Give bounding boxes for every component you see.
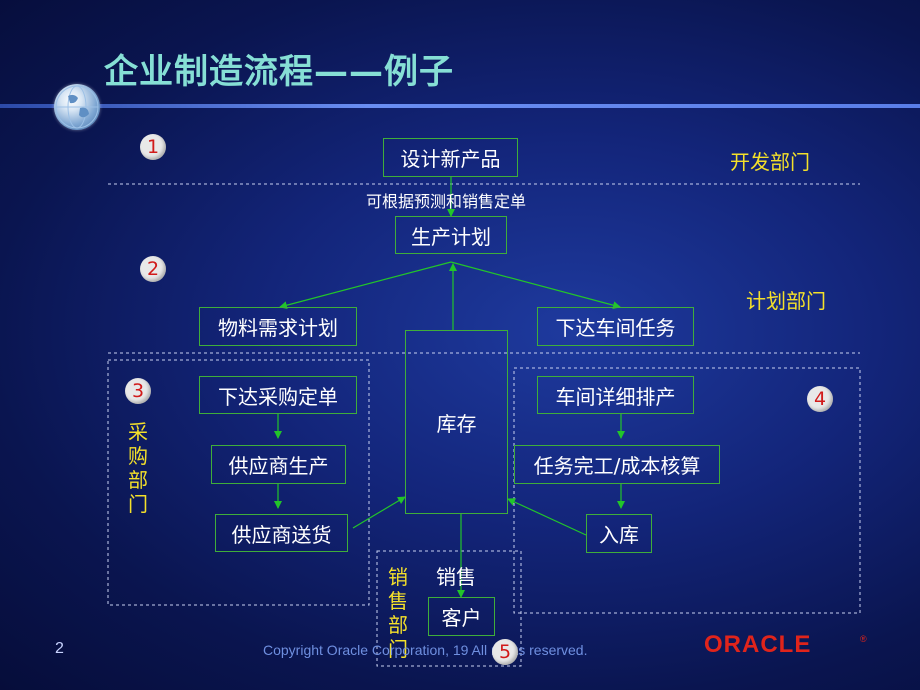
globe-icon	[54, 84, 100, 130]
node-material-requirements-plan: 物料需求计划	[199, 307, 357, 346]
node-production-plan: 生产计划	[395, 216, 507, 254]
node-workshop-detailed-schedule: 车间详细排产	[537, 376, 694, 414]
node-issue-purchase-order: 下达采购定单	[199, 376, 357, 414]
forecast-note: 可根据预测和销售定单	[366, 192, 527, 211]
page-number: 2	[55, 640, 64, 657]
node-issue-workshop-task: 下达车间任务	[537, 307, 694, 346]
node-supplier-delivery: 供应商送货	[215, 514, 348, 552]
step-number-2: 2	[140, 256, 166, 282]
dept-sales: 销售部门	[388, 565, 408, 661]
node-supplier-production: 供应商生产	[211, 445, 346, 484]
dept-development: 开发部门	[730, 150, 810, 174]
node-warehouse-in: 入库	[586, 514, 652, 553]
node-customer: 客户	[428, 597, 495, 636]
step-number-3: 3	[125, 378, 151, 404]
step-number-5: 5	[492, 639, 518, 665]
copyright-text: Copyright Oracle Corporation, 19 All rig…	[263, 642, 588, 658]
node-inventory: 库存	[405, 330, 508, 514]
step-number-1: 1	[140, 134, 166, 160]
dept-purchasing: 采购部门	[128, 420, 148, 516]
oracle-logo: ORACLE	[704, 631, 812, 658]
step-number-4: 4	[807, 386, 833, 412]
node-design-new-product: 设计新产品	[383, 138, 518, 177]
title-divider	[0, 104, 920, 108]
registered-mark: ®	[860, 634, 867, 644]
dept-planning: 计划部门	[746, 289, 826, 313]
sales-label: 销售	[436, 565, 476, 589]
page-title: 企业制造流程——例子	[104, 52, 454, 92]
node-task-complete-costing: 任务完工/成本核算	[514, 445, 720, 484]
